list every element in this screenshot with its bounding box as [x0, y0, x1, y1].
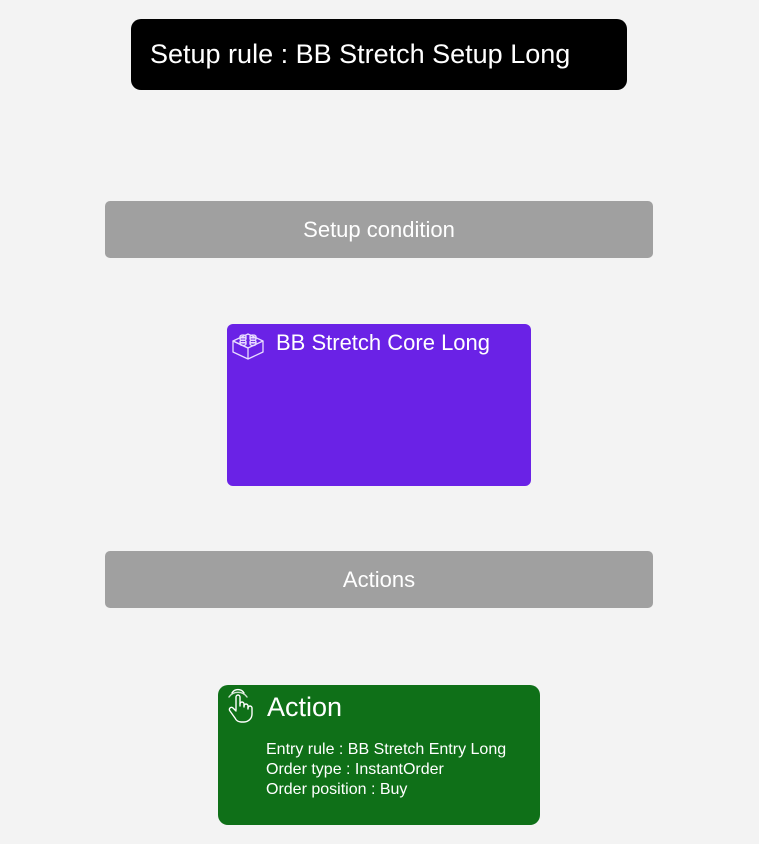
action-heading: Action	[267, 692, 343, 722]
condition-block[interactable]: BB Stretch Core Long	[227, 324, 531, 486]
touch-hand-icon	[224, 688, 256, 724]
order-position-text: Order position : Buy	[266, 781, 408, 798]
lego-brick-icon	[230, 328, 266, 364]
page-title: Setup rule : BB Stretch Setup Long	[131, 19, 627, 90]
condition-label: BB Stretch Core Long	[276, 330, 491, 355]
order-type-text: Order type : InstantOrder	[266, 761, 444, 778]
action-details: Entry rule : BB Stretch Entry Long Order…	[266, 740, 506, 800]
actions-header[interactable]: Actions	[105, 551, 653, 608]
setup-condition-header[interactable]: Setup condition	[105, 201, 653, 258]
entry-rule-text: Entry rule : BB Stretch Entry Long	[266, 741, 507, 758]
action-block[interactable]: Action Entry rule : BB Stretch Entry Lon…	[218, 685, 540, 825]
